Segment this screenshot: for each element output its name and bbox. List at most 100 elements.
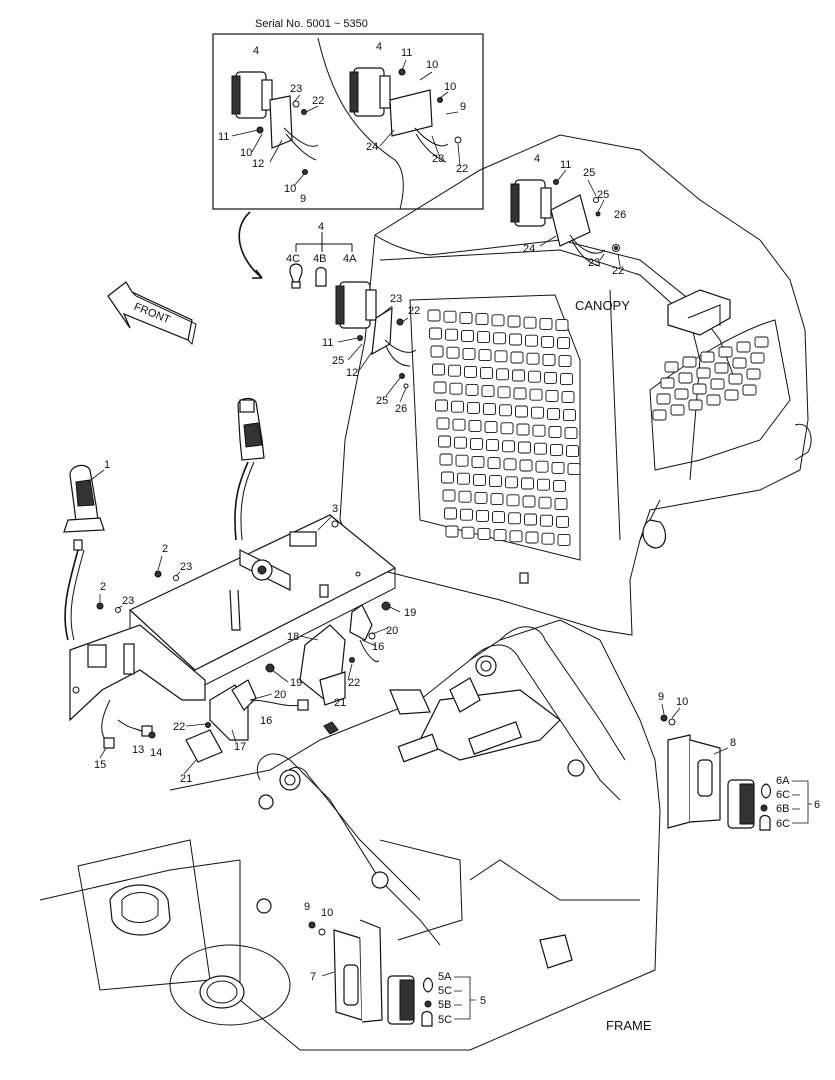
grille-cell (550, 443, 563, 456)
rear-window-cell (660, 377, 675, 389)
callout-label: 6C (776, 789, 790, 801)
grille-cell (519, 459, 533, 472)
lamp-group-middle (289, 232, 417, 389)
callout-label: 22 (173, 721, 185, 733)
grille-cell (521, 477, 534, 490)
callout-label: 10 (284, 183, 296, 195)
grille-cell (433, 381, 447, 394)
grille-cell (542, 353, 556, 366)
grille-cell (445, 525, 459, 538)
callout-label: 18 (287, 631, 299, 643)
grille-cell (529, 388, 543, 401)
rear-window-cell (700, 351, 715, 363)
grille-cell (484, 421, 498, 434)
callout-label: 19 (290, 677, 302, 689)
callout-label: 8 (730, 737, 736, 749)
grille-cell (464, 365, 477, 378)
tail-lamp-right (660, 714, 772, 831)
grille-cell (512, 369, 525, 382)
callout-label: 20 (386, 625, 398, 637)
grille-cell (478, 349, 492, 362)
grille-cell (518, 441, 531, 454)
callout-label: 2 (100, 581, 106, 593)
callout-label: 26 (614, 209, 626, 221)
grille-cell (449, 382, 463, 395)
callout-label: 9 (658, 691, 664, 703)
grille-cell (537, 478, 550, 491)
grille-cell (458, 490, 472, 503)
grille-cell (526, 352, 540, 365)
grille-cell (429, 327, 442, 340)
grille-cell (548, 425, 562, 438)
callout-label: 5C (438, 985, 452, 997)
grille-cell (439, 453, 453, 466)
grille-cell (556, 515, 569, 528)
grille-cell (515, 405, 528, 418)
grille-cell (462, 347, 476, 360)
callout-label: 21 (180, 773, 192, 785)
joystick-left (63, 464, 105, 641)
grille-cell (522, 495, 536, 508)
callout-label: 11 (322, 337, 333, 349)
callout-label: 4 (534, 153, 540, 165)
grille-cell (468, 419, 482, 432)
frame-label: FRAME (606, 1018, 652, 1033)
grille-cell (477, 331, 490, 344)
callout-label: 22 (456, 163, 468, 175)
grille-cell (474, 491, 488, 504)
rear-window-cell (678, 372, 693, 384)
grille-cell (445, 328, 458, 341)
grille-cell (444, 507, 457, 520)
callout-label: 4 (253, 45, 259, 57)
callout-label: 6C (776, 818, 790, 830)
inset-pointer-arrow (238, 211, 263, 279)
grille-cell (500, 422, 514, 435)
grille-cell (525, 531, 539, 544)
grille-cell (436, 417, 450, 430)
grille-cell (507, 315, 521, 328)
grille-cell (490, 493, 504, 506)
callout-label: 3 (332, 503, 338, 515)
rear-window-cell (710, 378, 725, 390)
grille-cell (452, 418, 466, 431)
callout-label: 2 (162, 543, 168, 555)
grille-cell (489, 475, 502, 488)
callout-label: 24 (366, 141, 378, 153)
rear-window-cell (692, 383, 707, 395)
callout-label: 23 (122, 595, 134, 607)
grille-cell (491, 314, 505, 327)
grille-cell (460, 508, 473, 521)
control-plate (128, 514, 397, 691)
grille-cell (441, 471, 454, 484)
callout-label: 24 (523, 243, 535, 255)
callout-label: 17 (234, 741, 246, 753)
grille-cell (454, 436, 467, 449)
grille-cell (555, 319, 569, 332)
grille-cell (465, 383, 479, 396)
grille-cell (492, 511, 505, 524)
canopy-lamp-right (510, 179, 620, 267)
grille-cell (561, 391, 575, 404)
inset-title: Serial No. 5001 ~ 5350 (255, 18, 368, 30)
rear-window-cells (652, 336, 769, 421)
grille-cell (470, 437, 483, 450)
grille-cell (545, 389, 559, 402)
callout-label: 23 (588, 257, 600, 269)
rear-window-cell (714, 362, 729, 374)
grille-cell (473, 473, 486, 486)
canopy-label: CANOPY (575, 298, 630, 313)
callout-label: 5C (438, 1014, 452, 1026)
grille-cell (509, 530, 523, 543)
grille-cell (557, 337, 570, 350)
callout-label: 13 (132, 744, 144, 756)
grille-cell (563, 409, 576, 422)
callout-label: 1 (104, 459, 110, 471)
grille-cell (547, 407, 560, 420)
bolt (96, 602, 104, 610)
grille-cell (432, 363, 445, 376)
grille-cell (567, 463, 581, 476)
grille-cell (455, 454, 469, 467)
callout-label: 10 (321, 907, 333, 919)
rear-window-cell (754, 336, 769, 348)
